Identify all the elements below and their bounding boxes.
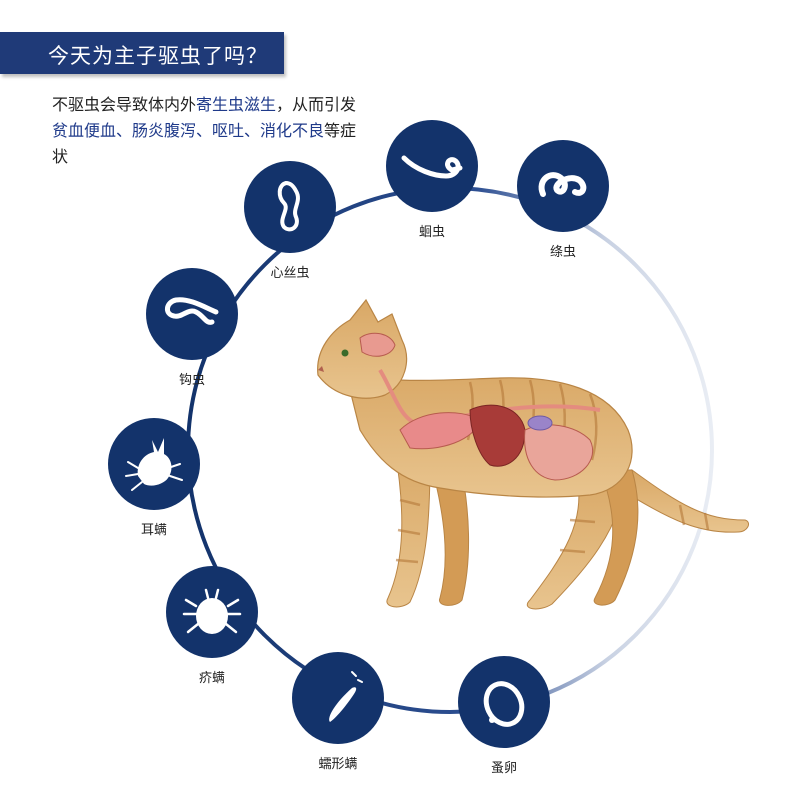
heartworm-badge — [244, 161, 336, 253]
cat-front-leg — [386, 449, 431, 608]
cat-liver — [469, 404, 526, 467]
desc-highlight-parasites: 寄生虫滋生 — [196, 95, 277, 114]
heartworm-icon — [277, 180, 300, 232]
desc-part-1: 不驱虫会导致体内外 — [52, 95, 197, 114]
heartworm-label: 心丝虫 — [270, 266, 310, 281]
demodex-mite-badge — [292, 652, 384, 744]
roundworm-icon — [401, 155, 463, 179]
demodex-mite-label: 蠕形螨 — [318, 757, 358, 772]
roundworm-badge — [386, 120, 478, 212]
banner-title: 今天为主子驱虫了吗？ — [48, 44, 268, 68]
scabies-mite-icon — [182, 588, 242, 634]
cat-brain — [359, 332, 396, 357]
ear-mite-badge — [108, 418, 200, 510]
desc-part-2: ，从而引发 — [276, 95, 357, 114]
cat-tail — [624, 469, 749, 533]
cat-hind-leg — [527, 469, 626, 610]
hookworm-icon — [165, 297, 219, 325]
cat-intestines — [524, 424, 593, 481]
demodex-mite-icon — [329, 671, 363, 722]
description-text: 不驱虫会导致体内外寄生虫滋生，从而引发贫血便血、肠炎腹泻、呕吐、消化不良等症状 — [52, 92, 362, 170]
flea-egg-label: 蚤卵 — [490, 761, 518, 776]
cat-hind-leg-2 — [593, 469, 639, 606]
cat-front-leg-2 — [429, 459, 470, 606]
title-banner: 今天为主子驱虫了吗？ — [0, 32, 284, 74]
cat-nose — [318, 366, 324, 372]
tapeworm-badge — [517, 140, 609, 232]
roundworm-label: 蛔虫 — [418, 225, 446, 240]
flea-egg-badge — [458, 656, 550, 748]
ear-mite-icon — [125, 438, 183, 491]
scabies-mite-badge — [166, 566, 258, 658]
desc-highlight-symptoms: 贫血便血、肠炎腹泻、呕吐、消化不良 — [52, 121, 325, 140]
hookworm-badge — [146, 268, 238, 360]
tapeworm-label: 绦虫 — [549, 245, 577, 260]
desc-part-3: 等症状 — [52, 121, 357, 166]
hookworm-label: 钩虫 — [178, 373, 206, 388]
tapeworm-icon — [538, 172, 587, 197]
ear-mite-label: 耳螨 — [140, 523, 168, 538]
scabies-mite-label: 疥螨 — [198, 671, 226, 686]
cat-kidney — [527, 415, 553, 431]
flea-egg-icon — [483, 681, 525, 727]
cat-eye — [341, 349, 349, 357]
